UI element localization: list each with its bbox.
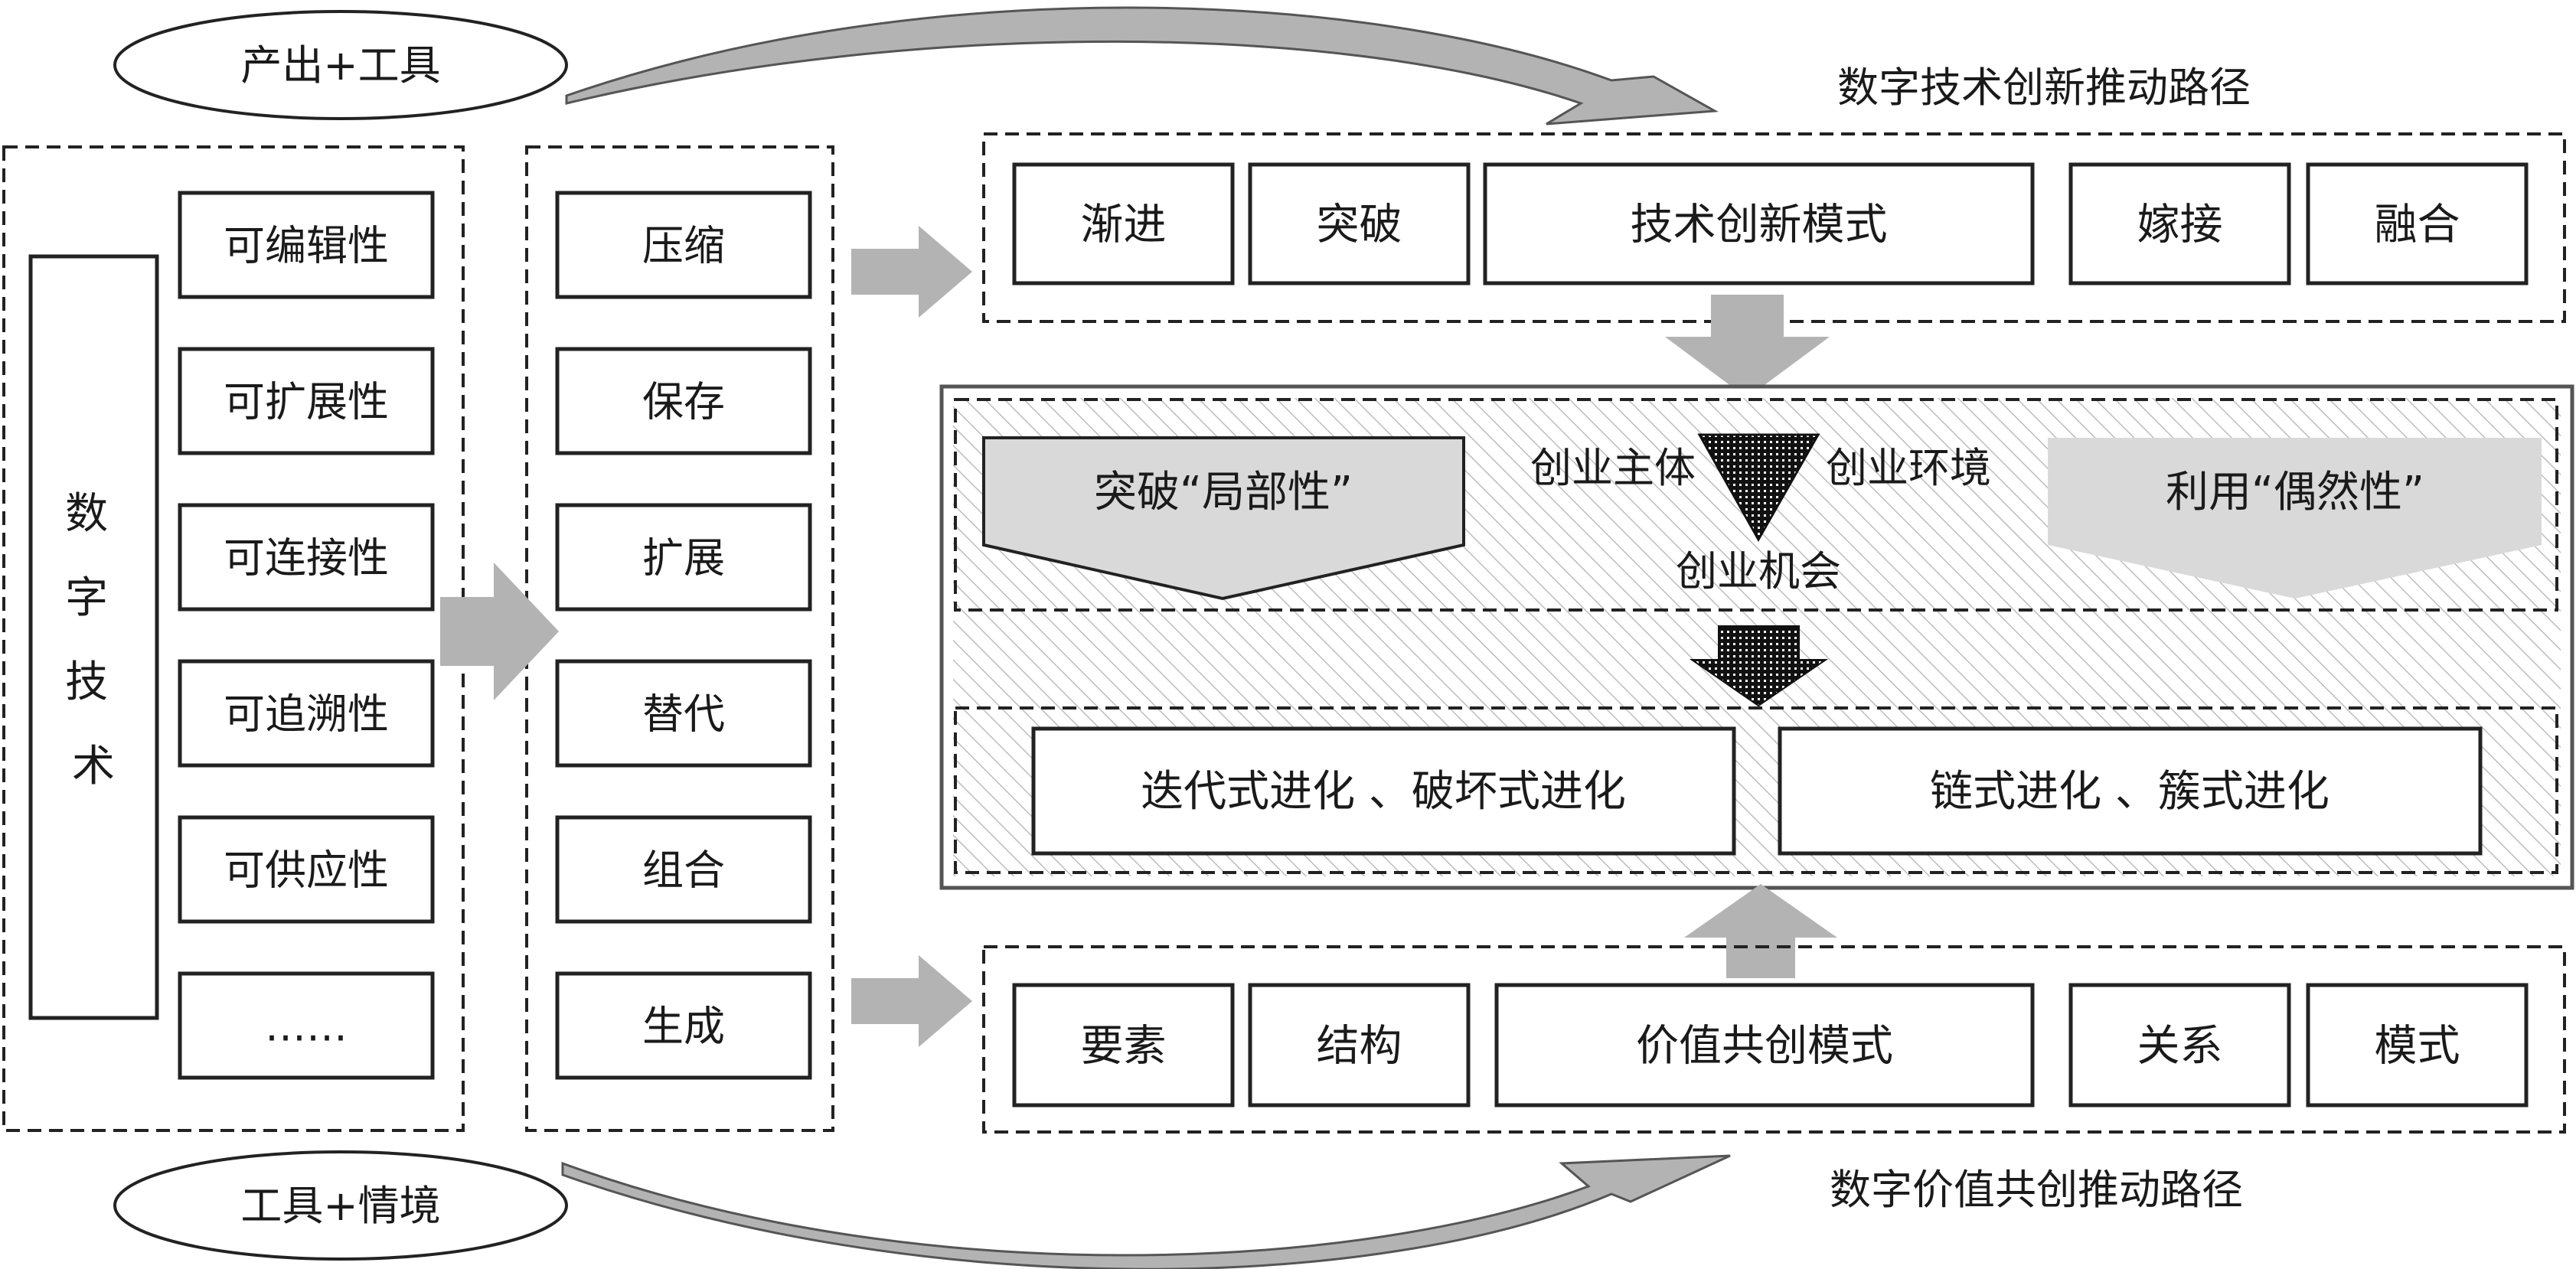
value-model: 模式 xyxy=(2306,983,2529,1108)
environment-label: 创业环境 xyxy=(1826,444,1991,492)
action-item: 组合 xyxy=(555,815,812,924)
value-relation-label: 关系 xyxy=(2137,1022,2223,1072)
property-item: …… xyxy=(178,971,435,1080)
subject-label: 创业主体 xyxy=(1530,444,1696,492)
value-structure: 结构 xyxy=(1248,983,1471,1108)
center-down-arrow xyxy=(1689,625,1829,707)
value-relation: 关系 xyxy=(2068,983,2291,1108)
value-element-label: 要素 xyxy=(1081,1022,1167,1072)
evolution-left-label: 迭代式进化 、破坏式进化 xyxy=(1141,767,1626,817)
digital-tech-label: 数 字 技 术 xyxy=(65,489,122,791)
property-item-label: 可连接性 xyxy=(224,533,389,582)
action-item-label: 组合 xyxy=(642,846,725,894)
tech-mode-fusion: 融合 xyxy=(2306,162,2529,285)
tech-innovation-mode-label: 技术创新模式 xyxy=(1631,201,1888,250)
value-cocreation-panel xyxy=(982,945,2566,1134)
property-item-label: …… xyxy=(265,1002,348,1050)
value-cocreation-row: 要素 结构 价值共创模式 关系 模式 xyxy=(1012,983,2529,1108)
evolution-right-box: 链式进化 、簇式进化 xyxy=(1778,726,2483,856)
value-cocreation-mode-label: 价值共创模式 xyxy=(1636,1022,1893,1072)
arrow-props-to-actions xyxy=(440,563,559,700)
entrepreneurship-triangle xyxy=(1697,433,1820,543)
action-item-label: 保存 xyxy=(642,377,725,426)
action-item-label: 生成 xyxy=(642,1002,725,1050)
utilize-label: 利用“偶然性” xyxy=(2166,468,2424,517)
action-item-label: 替代 xyxy=(642,690,725,738)
property-item-label: 可追溯性 xyxy=(224,690,389,738)
action-item-label: 扩展 xyxy=(642,533,725,582)
top-curved-arrow xyxy=(565,6,1719,126)
value-model-label: 模式 xyxy=(2375,1022,2460,1072)
bottom-ellipse-label: 工具+情境 xyxy=(240,1182,440,1230)
property-item: 可扩展性 xyxy=(178,347,435,455)
property-item: 可编辑性 xyxy=(178,191,435,299)
property-item: 可追溯性 xyxy=(178,659,435,768)
action-item: 扩展 xyxy=(555,503,812,612)
tech-mode-breakthrough-label: 突破 xyxy=(1317,201,1402,250)
action-item: 压缩 xyxy=(555,191,812,299)
top-ellipse-label: 产出+工具 xyxy=(240,41,440,90)
opportunity-label: 创业机会 xyxy=(1676,547,1841,595)
tech-mode-breakthrough: 突破 xyxy=(1248,162,1471,285)
action-item: 保存 xyxy=(555,347,812,455)
action-item: 替代 xyxy=(555,659,812,768)
property-item-label: 可供应性 xyxy=(224,846,389,894)
breakthrough-shape: 突破“局部性” xyxy=(982,436,1465,601)
center-upper-dashed xyxy=(954,398,2558,612)
property-item-label: 可扩展性 xyxy=(224,377,389,426)
tech-innovation-row: 渐进 突破 技术创新模式 嫁接 融合 xyxy=(1012,162,2529,285)
value-element: 要素 xyxy=(1012,983,1235,1108)
arrow-tech-to-center xyxy=(1665,295,1830,398)
action-item-label: 压缩 xyxy=(642,221,725,269)
tech-innovation-mode: 技术创新模式 xyxy=(1483,162,2035,285)
property-item: 可供应性 xyxy=(178,815,435,924)
tech-mode-incremental: 渐进 xyxy=(1012,162,1235,285)
breakthrough-label: 突破“局部性” xyxy=(1094,468,1353,517)
arrow-actions-to-value xyxy=(851,955,972,1047)
utilize-shape: 利用“偶然性” xyxy=(2048,438,2542,599)
property-item: 可连接性 xyxy=(178,503,435,612)
tech-mode-incremental-label: 渐进 xyxy=(1081,201,1167,250)
tech-mode-graft: 嫁接 xyxy=(2068,162,2291,285)
value-cocreation-mode: 价值共创模式 xyxy=(1494,983,2035,1108)
tech-mode-graft-label: 嫁接 xyxy=(2137,201,2223,250)
center-lower-dashed xyxy=(954,706,2558,874)
value-structure-label: 结构 xyxy=(1317,1022,1402,1072)
arrow-value-to-center xyxy=(1684,884,1837,978)
digital-tech-box xyxy=(28,254,159,1020)
tech-mode-fusion-label: 融合 xyxy=(2375,201,2460,250)
bottom-path-label: 数字价值共创推动路径 xyxy=(1830,1166,2243,1214)
top-path-label: 数字技术创新推动路径 xyxy=(1837,64,2251,112)
property-item-label: 可编辑性 xyxy=(224,221,389,269)
bottom-ellipse: 工具+情境 xyxy=(113,1150,568,1261)
bottom-curved-arrow xyxy=(561,1154,1731,1269)
arrow-actions-to-tech xyxy=(851,226,972,318)
top-ellipse: 产出+工具 xyxy=(113,10,568,120)
action-item: 生成 xyxy=(555,971,812,1080)
evolution-right-label: 链式进化 、簇式进化 xyxy=(1930,767,2330,817)
evolution-left-box: 迭代式进化 、破坏式进化 xyxy=(1031,726,1736,856)
